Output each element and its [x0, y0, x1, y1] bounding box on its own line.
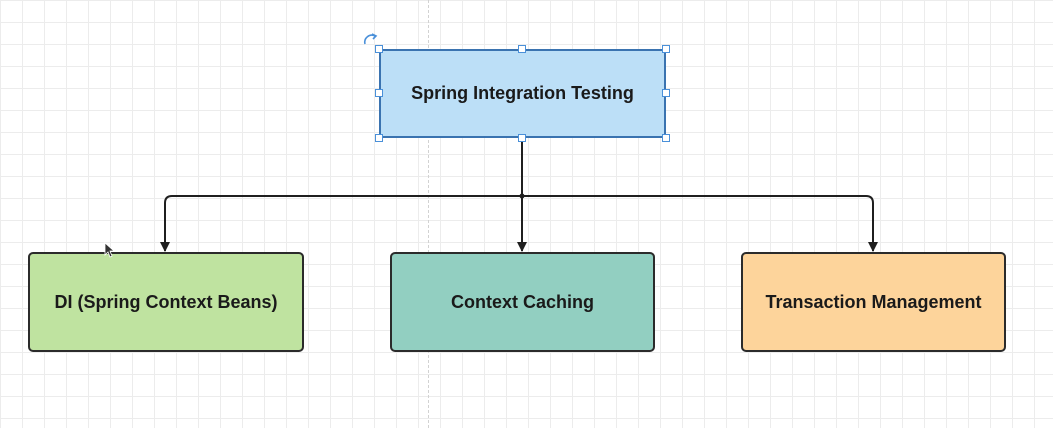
child-node-di-spring-context-beans[interactable]: DI (Spring Context Beans) [28, 252, 304, 352]
resize-handle-left[interactable] [375, 89, 383, 97]
child-node-transaction-management[interactable]: Transaction Management [741, 252, 1006, 352]
rotate-icon[interactable] [362, 32, 380, 50]
resize-handle-top-right[interactable] [662, 45, 670, 53]
resize-handle-bottom-left[interactable] [375, 134, 383, 142]
page-boundary-guide [428, 0, 429, 428]
resize-handle-bottom-right[interactable] [662, 134, 670, 142]
connector-junction-point [519, 193, 525, 199]
child-node-context-caching-label: Context Caching [450, 291, 594, 312]
child-node-transaction-management-label: Transaction Management [765, 291, 982, 312]
root-node-label: Spring Integration Testing [411, 83, 634, 103]
resize-handle-right[interactable] [662, 89, 670, 97]
resize-handle-bottom[interactable] [518, 134, 526, 142]
child-node-di-label: DI (Spring Context Beans) [54, 291, 278, 312]
resize-handle-top-left[interactable] [375, 45, 383, 53]
connector-root-to-transaction-management[interactable] [522, 195, 878, 252]
resize-handle-top[interactable] [518, 45, 526, 53]
child-node-context-caching[interactable]: Context Caching [390, 252, 655, 352]
connector-root-to-di[interactable] [160, 138, 523, 252]
root-node-spring-integration-testing[interactable]: Spring Integration Testing [379, 49, 666, 138]
mouse-pointer-icon [104, 242, 116, 258]
